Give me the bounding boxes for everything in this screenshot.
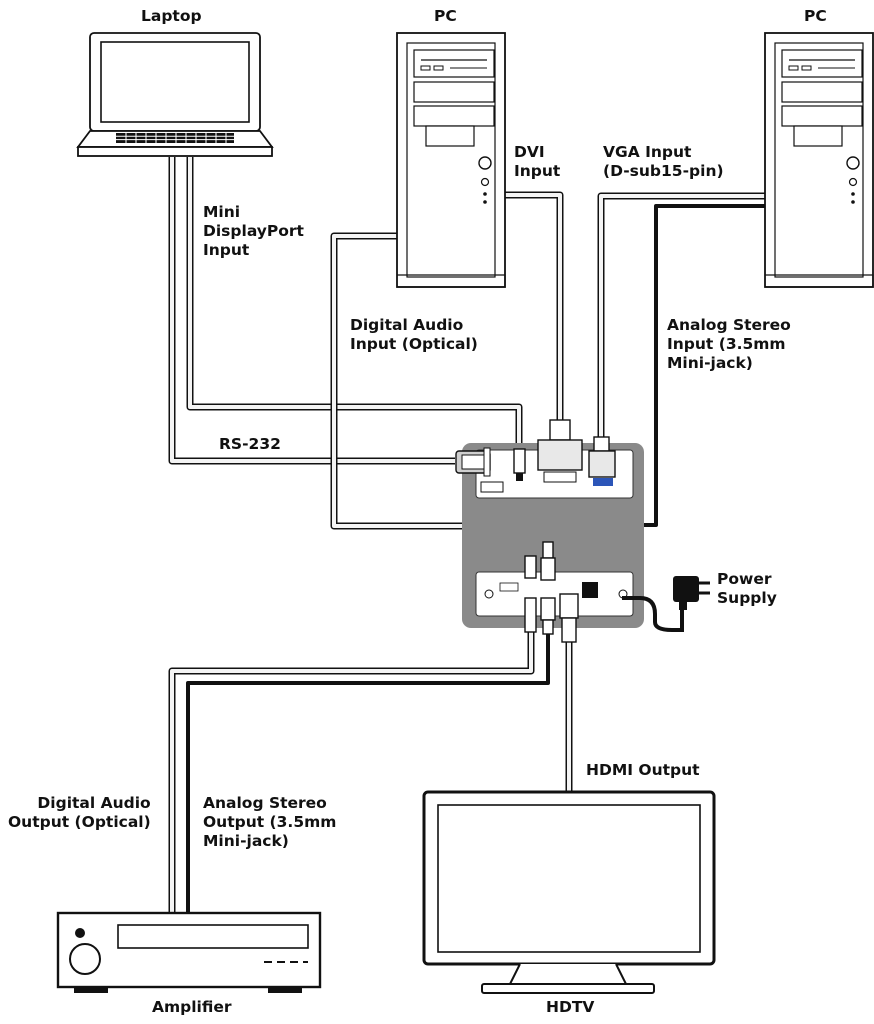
laptop-label: Laptop	[141, 7, 202, 25]
rs232-cable	[168, 157, 455, 465]
pc-tower-icon	[396, 32, 506, 288]
hdmi-output-label: HDMI Output	[586, 761, 700, 779]
power-supply-label: Power Supply	[717, 570, 777, 607]
analog-stereo-output-label: Analog Stereo Output (3.5mm Mini-jack)	[203, 794, 337, 850]
switcher-device	[455, 419, 684, 643]
vga-cable	[597, 192, 765, 440]
amplifier-icon	[56, 911, 322, 993]
digital-audio-output-cable	[168, 632, 535, 912]
digital-audio-output-label: Digital Audio Output (Optical)	[8, 794, 151, 831]
hdtv-label: HDTV	[546, 998, 595, 1016]
laptop-icon	[76, 32, 274, 157]
amplifier-label: Amplifier	[152, 998, 232, 1016]
power-adapter-icon	[673, 576, 710, 610]
pc-label: PC	[434, 7, 457, 25]
rs232-label: RS-232	[219, 435, 281, 453]
hdtv-icon	[422, 790, 716, 994]
analog-stereo-output-cable	[186, 632, 550, 912]
vga-input-label: VGA Input (D-sub15-pin)	[603, 143, 724, 180]
dvi-cable	[505, 191, 564, 425]
digital-audio-input-label: Digital Audio Input (Optical)	[350, 316, 478, 353]
mini-displayport-cable	[186, 157, 523, 450]
mini-displayport-input-label: Mini DisplayPort Input	[203, 203, 304, 259]
analog-stereo-input-label: Analog Stereo Input (3.5mm Mini-jack)	[667, 316, 791, 372]
pc-tower-icon	[764, 32, 874, 288]
pc-label: PC	[804, 7, 827, 25]
dvi-input-label: DVI Input	[514, 143, 561, 180]
